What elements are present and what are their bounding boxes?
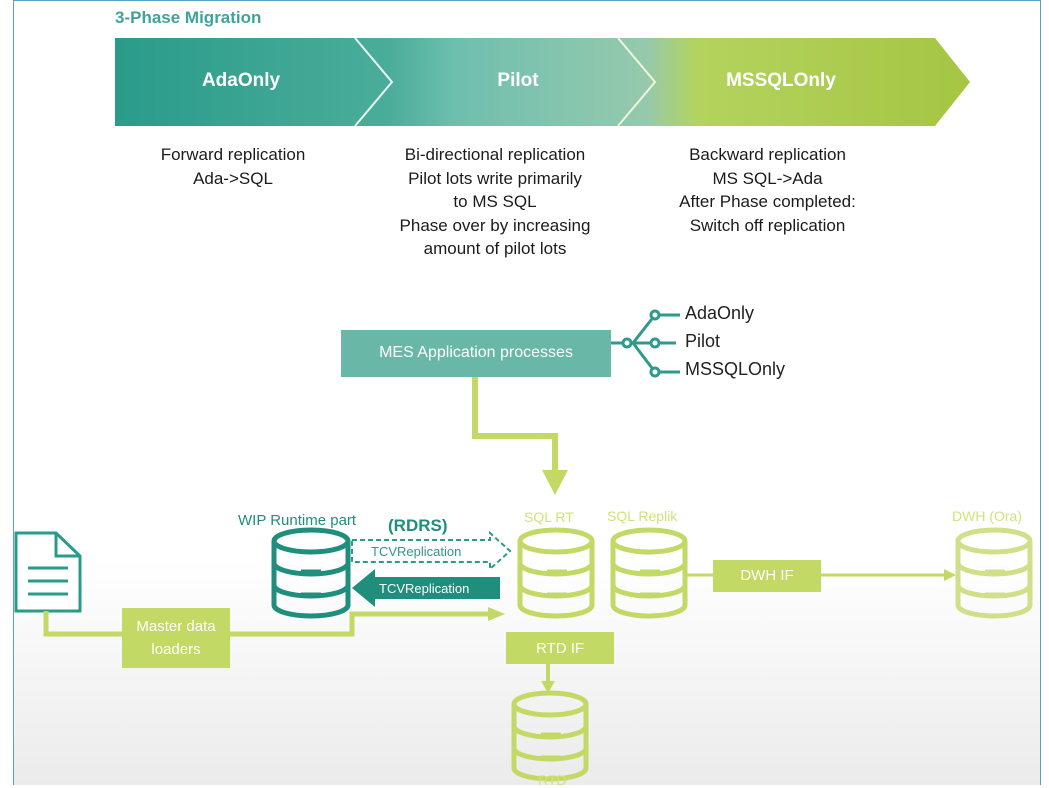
tcv-dashed-arrow bbox=[351, 530, 512, 572]
branch-label-mssqlonly: MSSQLOnly bbox=[685, 359, 786, 379]
phase-description-pilot: Bi-directional replication Pilot lots wr… bbox=[399, 145, 591, 258]
slide-frame bbox=[13, 0, 1041, 785]
mes-box bbox=[341, 330, 611, 377]
tcv-dashed-label: TCVReplication bbox=[371, 544, 462, 559]
master-data-label-2: loaders bbox=[151, 641, 201, 658]
branch-label-pilot: Pilot bbox=[685, 331, 721, 351]
phase-label-adaonly: AdaOnly bbox=[201, 70, 281, 91]
background-fade bbox=[14, 560, 1040, 785]
rdrs-label: (RDRS) bbox=[388, 516, 448, 535]
phase-banner bbox=[115, 38, 970, 126]
dwh-if-box bbox=[713, 560, 821, 592]
master-line bbox=[43, 611, 122, 637]
mes-box-label: MES Application processes bbox=[379, 344, 573, 361]
database-icon bbox=[610, 527, 688, 619]
database-icon bbox=[955, 527, 1033, 619]
sql-replik-label: SQL Replik bbox=[607, 508, 678, 524]
database-icon bbox=[511, 690, 589, 782]
phase-description-adaonly: Forward replication Ada->SQL bbox=[160, 145, 306, 188]
rtd-if-box bbox=[506, 632, 614, 664]
arrow-icon bbox=[944, 569, 956, 581]
document-icon bbox=[14, 531, 82, 613]
branch-label-adaonly: AdaOnly bbox=[685, 303, 755, 323]
chevron-divider-2 bbox=[617, 37, 657, 127]
branch-tree bbox=[611, 309, 680, 378]
chevron-divider-1 bbox=[354, 37, 394, 127]
arrow-icon bbox=[488, 607, 505, 621]
master-data-box bbox=[122, 608, 230, 668]
slide-title: 3-Phase Migration bbox=[115, 8, 262, 27]
database-icon bbox=[517, 527, 595, 619]
sql-rt-label: SQL RT bbox=[524, 509, 574, 525]
phase-description-mssqlonly: Backward replication MS SQL->Ada After P… bbox=[679, 145, 856, 235]
tcv-solid-label: TCVReplication bbox=[379, 581, 470, 596]
arrow-icon bbox=[542, 470, 568, 495]
phase-label-pilot: Pilot bbox=[497, 70, 539, 91]
master-data-label-1: Master data bbox=[136, 618, 216, 635]
dwh-ora-label: DWH (Ora) bbox=[952, 508, 1022, 524]
dwh-if-label: DWH IF bbox=[740, 567, 794, 584]
wip-runtime-label: WIP Runtime part bbox=[238, 512, 357, 529]
arrow-icon bbox=[541, 681, 555, 693]
tcv-solid-arrow bbox=[352, 569, 500, 607]
rtd-label: RTD bbox=[538, 772, 567, 788]
mes-to-sqlrt-arrow bbox=[472, 377, 558, 475]
rtd-if-label: RTD IF bbox=[535, 640, 585, 657]
database-icon bbox=[271, 527, 351, 619]
master-to-sqlrt bbox=[230, 611, 490, 637]
phase-label-mssqlonly: MSSQLOnly bbox=[726, 70, 836, 91]
